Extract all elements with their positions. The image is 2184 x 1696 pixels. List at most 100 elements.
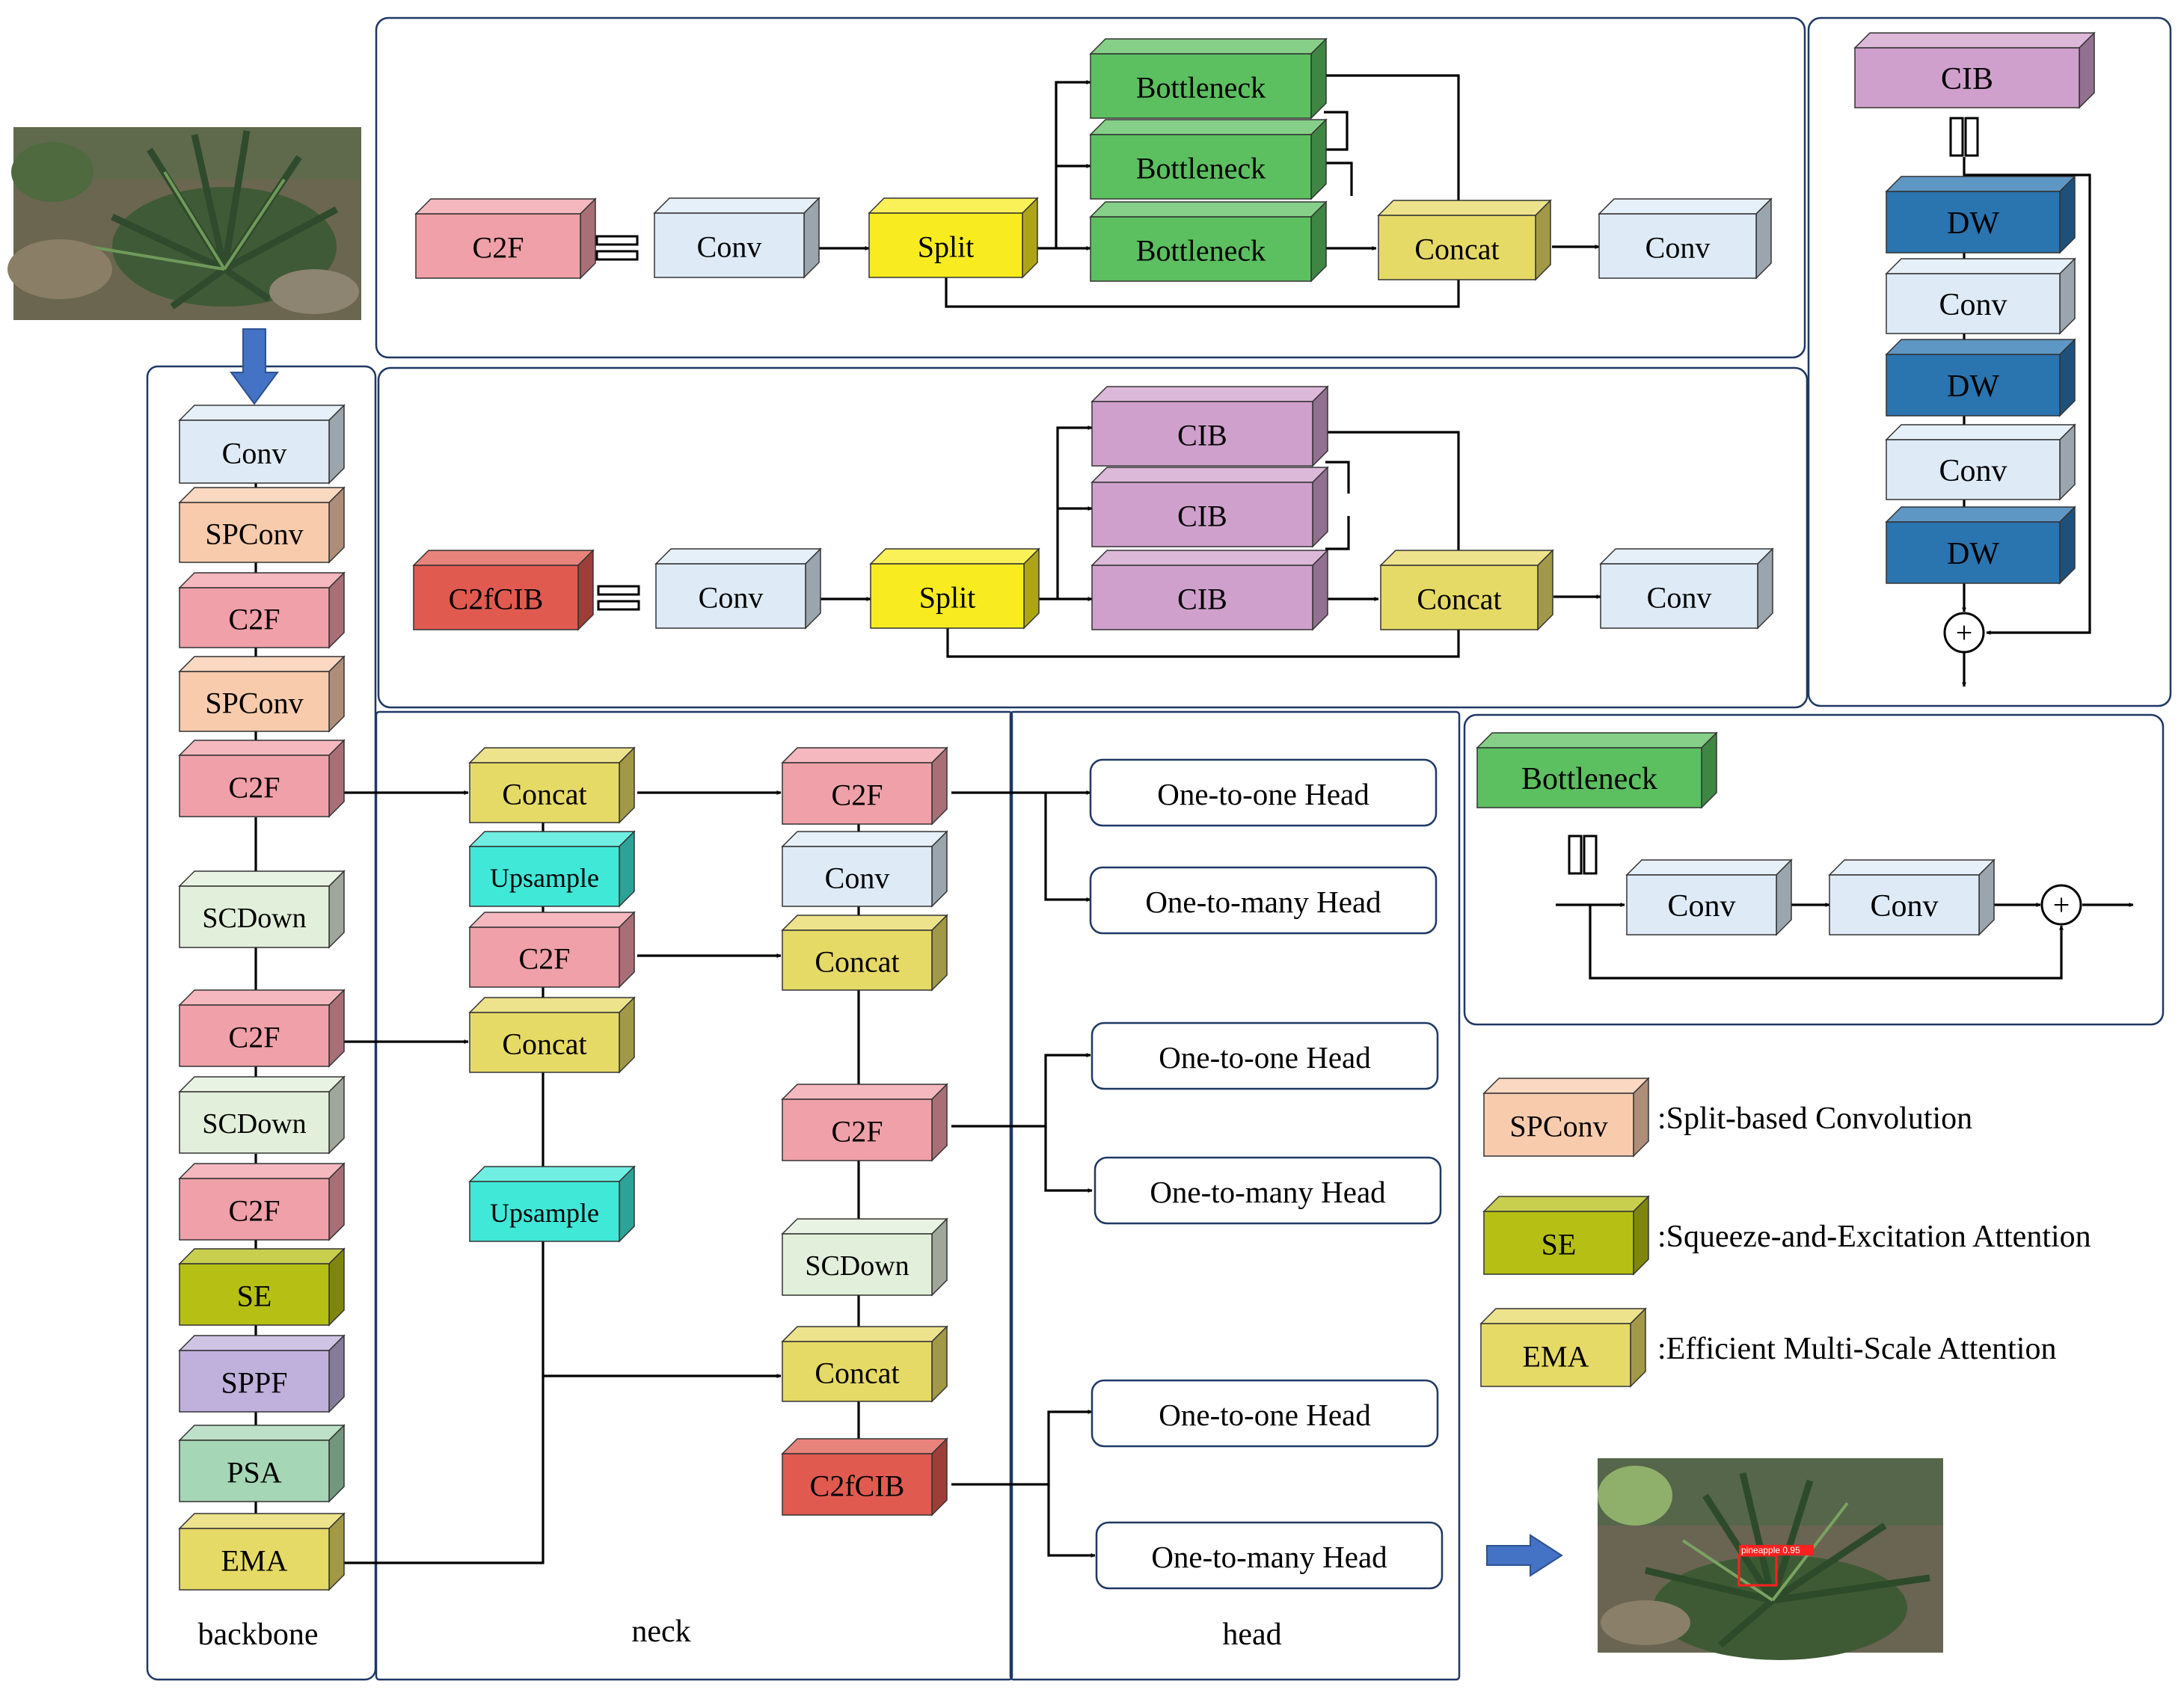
input-down-arrow: [230, 328, 279, 405]
backbone-scdown-1: SCDown: [178, 870, 346, 949]
detection-label: pineapple 0.95: [1741, 1545, 1800, 1555]
backbone-se: SE: [178, 1247, 346, 1327]
backbone-psa: PSA: [178, 1424, 346, 1503]
backbone-ema: EMA: [178, 1512, 346, 1591]
c2f-bottleneck1-loop: [1324, 111, 1349, 120]
c2f-module-bottleneck-2-label: Bottleneck: [1136, 152, 1266, 185]
backbone-spconv-2-label: SPConv: [205, 686, 303, 720]
backbone-spconv-1-label: SPConv: [205, 517, 303, 551]
neck-c2f-3: C2F: [781, 1083, 948, 1162]
neck-upsample-2-label: Upsample: [490, 1198, 599, 1228]
neck-concat-3: Concat: [781, 914, 948, 992]
c2f-module-bottleneck-1: Bottleneck: [1089, 37, 1328, 120]
c2fcib-module-conv-in-label: Conv: [699, 581, 764, 615]
legend-spconv-text: :Split-based Convolution: [1657, 1102, 1972, 1136]
backbone-c2f-3: C2F: [178, 989, 346, 1068]
backbone-c2f-2: C2F: [178, 739, 346, 818]
c2fcib-cib1-loop: [1325, 461, 1350, 494]
equals-icon: [1568, 835, 1583, 875]
input-image: [7, 127, 361, 320]
output-right-arrow: [1486, 1534, 1563, 1577]
backbone-c2f-1: C2F: [178, 571, 346, 649]
equals-icon: [595, 235, 639, 246]
cib-module-conv-2: Conv: [1885, 423, 2076, 501]
backbone-conv: Conv: [178, 404, 346, 485]
cib-module-dw-3: DW: [1885, 506, 2076, 585]
backbone-sppf-label: SPPF: [221, 1366, 288, 1400]
legend-se-text: :Squeeze-and-Excitation Attention: [1657, 1220, 2091, 1254]
legend-se-box: SE: [1482, 1195, 1650, 1276]
legend-se-box-label: SE: [1542, 1228, 1577, 1262]
neck-c2f-2-label: C2F: [832, 778, 883, 812]
neck-label: neck: [631, 1614, 690, 1649]
output-image: pineapple 0.95: [1598, 1458, 1943, 1660]
c2f-bottleneck2-to-concat: [1324, 120, 1349, 151]
neck-concat-2-label: Concat: [502, 1027, 586, 1061]
c2f-module-panel: [375, 16, 1806, 359]
c2fcib-module-split: Split: [869, 547, 1040, 630]
backbone-psa-label: PSA: [227, 1456, 281, 1490]
neck-upsample-1: Upsample: [468, 830, 636, 908]
head-one-to-one-3-label: One-to-one Head: [1159, 1398, 1370, 1432]
backbone-c2f-3-label: C2F: [229, 1021, 280, 1054]
neck-concat-3-label: Concat: [815, 945, 899, 979]
head-label: head: [1222, 1617, 1281, 1652]
c2fcib-module-conv-out-label: Conv: [1647, 581, 1712, 615]
cib-module-panel: [1807, 16, 2172, 707]
backbone-spconv-1: SPConv: [178, 486, 346, 564]
head-one-to-many-2-label: One-to-many Head: [1150, 1175, 1385, 1209]
head-one-to-many-1: One-to-many Head: [1089, 866, 1438, 935]
c2fcib-module-concat-label: Concat: [1417, 583, 1501, 616]
c2f-module-lhs: C2F: [414, 197, 597, 280]
legend-spconv-box-label: SPConv: [1509, 1110, 1607, 1143]
c2fcib-split-bypass: [946, 619, 1461, 658]
cib-sum-icon: [1943, 612, 1985, 654]
c2f-module-bottleneck-3: Bottleneck: [1089, 200, 1328, 283]
sum-nodes: + +: [1943, 612, 2082, 926]
cib-module-conv-2-label: Conv: [1939, 454, 2007, 488]
backbone-ema-label: EMA: [221, 1544, 288, 1578]
c2fcib-cib1-to-concat: [1325, 431, 1461, 571]
head-one-to-one-1-label: One-to-one Head: [1157, 777, 1369, 811]
cib-module-dw-1: DW: [1885, 175, 2076, 254]
c2f-module-bottleneck-3-label: Bottleneck: [1136, 234, 1266, 268]
neck-upsample-1-label: Upsample: [490, 863, 599, 893]
cib-module-title-label: CIB: [1941, 62, 1993, 96]
backbone-c2f-4-label: C2F: [229, 1194, 280, 1228]
equivalence-symbols: [595, 117, 1979, 875]
neck-concat-1-label: Concat: [502, 778, 586, 811]
backbone-sppf: SPPF: [178, 1334, 346, 1413]
backbone-scdown-2-label: SCDown: [202, 1108, 306, 1140]
svg-text:+: +: [1956, 616, 1973, 650]
c2f-module-conv-in-label: Conv: [697, 230, 762, 264]
c2fcib-cib2-loop: [1325, 516, 1350, 550]
c2f-module-concat: Concat: [1377, 199, 1552, 281]
bottleneck-module-title: Bottleneck: [1476, 731, 1718, 809]
cib-module-conv-1-label: Conv: [1939, 288, 2007, 322]
c2fcib-module-cib-3: CIB: [1091, 549, 1329, 631]
c2f-module-concat-label: Concat: [1414, 233, 1499, 266]
c2fcib-module-conv-in: Conv: [654, 547, 822, 630]
c2f-bottleneck1-to-concat: [1324, 74, 1461, 221]
c2fcib-module-conv-out: Conv: [1599, 547, 1774, 630]
neck-c2f3-to-head-many2: [1044, 1126, 1093, 1193]
neck-scdown: SCDown: [781, 1217, 948, 1297]
bottleneck-module-conv-2-label: Conv: [1870, 889, 1938, 924]
neck-c2f-2: C2F: [781, 746, 948, 826]
legend-spconv-box: SPConv: [1482, 1077, 1650, 1158]
c2fcib-module-cib-1: CIB: [1091, 385, 1329, 467]
head-one-to-one-1: One-to-one Head: [1089, 758, 1438, 827]
head-one-to-one-2: One-to-one Head: [1091, 1021, 1439, 1090]
neck-concat-4-label: Concat: [815, 1357, 899, 1390]
neck-c2f2-to-head-many1: [1044, 793, 1091, 902]
c2fcib-module-cib-2-label: CIB: [1177, 500, 1227, 533]
bottleneck-module-title-label: Bottleneck: [1521, 762, 1657, 796]
cib-residual: [1964, 173, 2091, 635]
c2fcib-module-lhs-label: C2fCIB: [449, 583, 544, 616]
head-one-to-many-1-label: One-to-many Head: [1145, 885, 1381, 919]
bottleneck-module-conv-1: Conv: [1625, 858, 1793, 936]
